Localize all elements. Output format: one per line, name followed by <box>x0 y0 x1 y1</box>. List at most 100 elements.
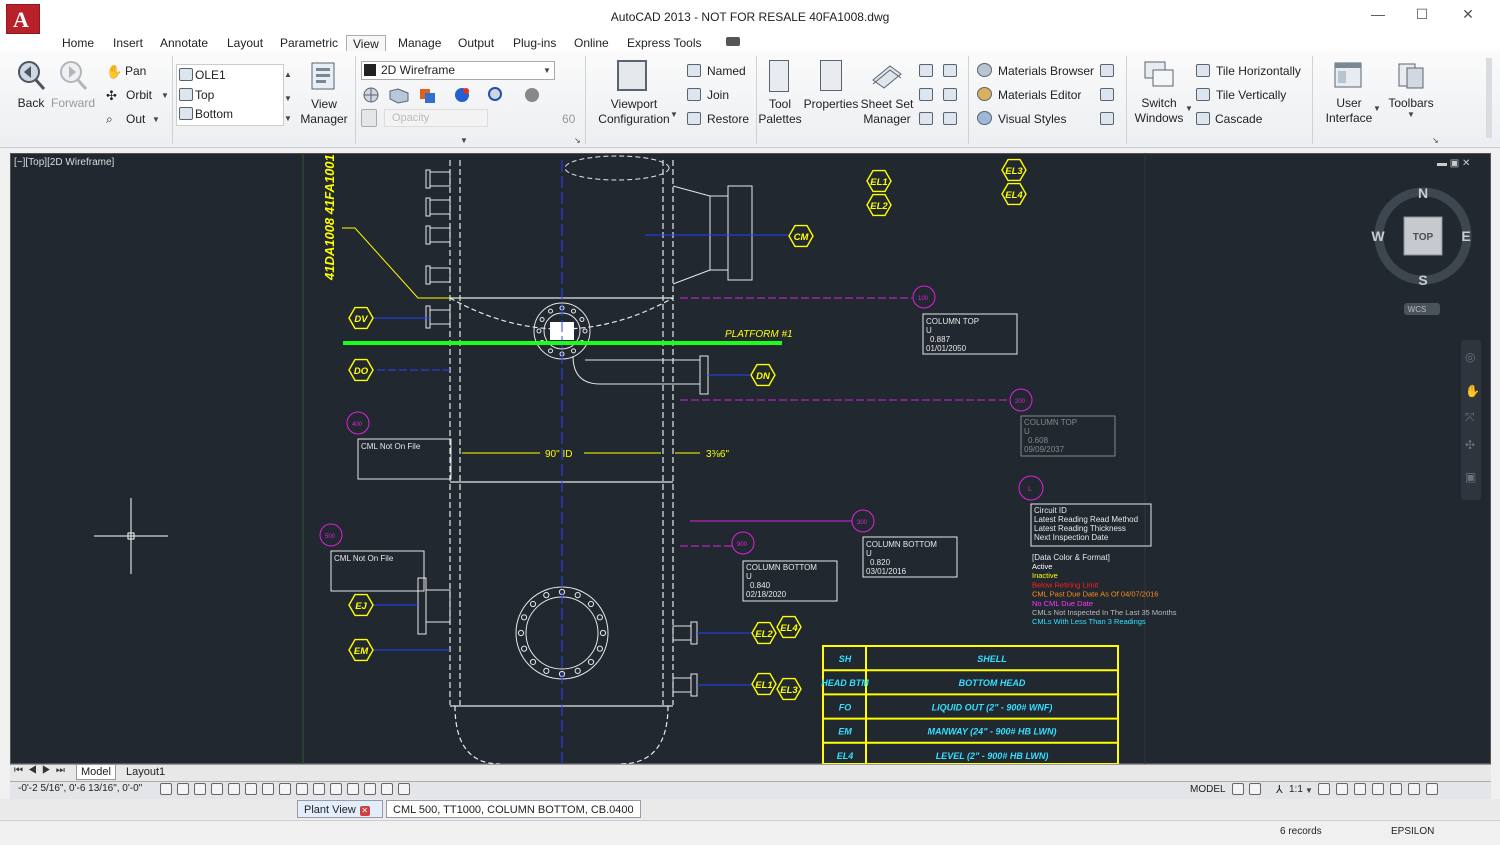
visual-style-dropdown[interactable] <box>361 61 555 80</box>
view-ole1[interactable]: OLE1 <box>195 68 226 82</box>
scale-dropdown-icon[interactable]: ▼ <box>1305 786 1313 795</box>
annotation-scale-value[interactable]: 1:1 <box>1289 784 1303 795</box>
tab-output[interactable]: Output <box>458 36 495 50</box>
tab-annotate[interactable]: Annotate <box>160 36 209 50</box>
doc-tab-cml[interactable]: CML 500, TT1000, COLUMN BOTTOM, CB.0400✕ <box>386 800 641 834</box>
tab-layout1[interactable]: Layout1 <box>126 766 166 778</box>
isolate-objects-icon[interactable] <box>1408 783 1420 795</box>
navigation-bar[interactable] <box>1461 340 1481 500</box>
xray-icon[interactable] <box>361 109 377 127</box>
zoom-out-icon[interactable]: ⌕ <box>106 112 113 126</box>
join-button[interactable]: Join <box>707 88 730 102</box>
quick-view-drawings-icon[interactable] <box>1249 783 1261 795</box>
annotation-monitor-icon[interactable] <box>398 783 410 795</box>
snap-mode-icon[interactable] <box>177 783 189 795</box>
tile-horizontally-button[interactable]: Tile Horizontally <box>1216 64 1301 78</box>
forward-icon[interactable] <box>58 59 88 91</box>
tab-plug-ins[interactable]: Plug-ins <box>513 36 557 50</box>
zoom-out-button[interactable]: Out <box>126 112 146 126</box>
palette-small-icon[interactable] <box>919 64 933 77</box>
palette-small-icon[interactable] <box>919 112 933 125</box>
clean-screen-icon[interactable] <box>1426 783 1438 795</box>
workspace-switch-icon[interactable] <box>1354 783 1366 795</box>
autocad-logo-icon[interactable]: A <box>6 4 40 34</box>
drawing-canvas[interactable] <box>10 153 1491 764</box>
restore-button[interactable]: Restore <box>707 112 750 126</box>
pan-icon[interactable]: ✋ <box>1465 384 1480 398</box>
named-button[interactable]: Named <box>707 64 746 78</box>
tab-view[interactable]: View <box>346 35 386 52</box>
grid-display-icon[interactable] <box>194 783 206 795</box>
cad-drawing[interactable]: PLATFORM #1 41DA1008 41FA1001 90" ID 3⅜6… <box>10 153 1491 764</box>
viewport-config-icon[interactable] <box>617 60 647 91</box>
orbit-nav-icon[interactable]: ✣ <box>1465 438 1476 452</box>
minimize-button[interactable]: — <box>1371 6 1385 22</box>
close-button[interactable]: ✕ <box>1462 6 1474 22</box>
toolbar-lock-icon[interactable] <box>1372 783 1384 795</box>
zoom-icon[interactable]: ⤧ <box>1465 410 1475 424</box>
viewcube[interactable]: TOP N S E W WCS <box>1368 184 1480 316</box>
materials-browser-button[interactable]: Materials Browser <box>998 64 1095 78</box>
zoom-dropdown-icon[interactable]: ▼ <box>152 115 160 124</box>
panel-launcher-icon[interactable]: ↘ <box>1432 136 1439 145</box>
ribbon-options-icon[interactable] <box>726 37 740 46</box>
orbit-icon[interactable]: ✣ <box>106 88 117 103</box>
toolbars-icon[interactable] <box>1395 60 1427 92</box>
pan-hand-icon[interactable]: ✋ <box>106 64 123 79</box>
named-views-list[interactable] <box>176 64 284 126</box>
tab-home[interactable]: Home <box>62 36 95 50</box>
tab-online[interactable]: Online <box>574 36 609 50</box>
quick-view-layouts-icon[interactable] <box>1232 783 1244 795</box>
tile-vertically-button[interactable]: Tile Vertically <box>1216 88 1287 102</box>
opacity-slider[interactable] <box>384 109 488 127</box>
properties-icon[interactable] <box>820 60 842 91</box>
viewport-dropdown-icon[interactable]: ▼ <box>670 110 678 119</box>
back-icon[interactable] <box>16 59 46 91</box>
annotation-visibility-icon[interactable] <box>1318 783 1330 795</box>
materials-small-icon[interactable] <box>1100 88 1114 101</box>
visual-style-toolbar[interactable] <box>362 85 552 105</box>
steering-wheel-icon[interactable]: ◎ <box>1465 350 1476 364</box>
palette-small-icon[interactable] <box>943 88 957 101</box>
showmotion-icon[interactable]: ▣ <box>1465 470 1477 484</box>
switch-windows-dropdown-icon[interactable]: ▼ <box>1185 104 1193 113</box>
expand-icon[interactable]: ▼ <box>284 114 292 123</box>
view-bottom[interactable]: Bottom <box>195 107 234 121</box>
palette-small-icon[interactable] <box>943 64 957 77</box>
ribbon-scrollbar[interactable] <box>1486 58 1492 138</box>
infer-constraints-icon[interactable] <box>160 783 172 795</box>
tab-model[interactable]: Model <box>76 765 116 780</box>
viewport-controls[interactable]: ▬ ▣ ✕ <box>1437 158 1471 169</box>
coordinates-readout[interactable]: -0'-2 5/16", 0'-6 13/16", 0'-0" <box>18 783 143 794</box>
toolbars-dropdown-icon[interactable]: ▼ <box>1407 110 1415 119</box>
sheet-set-icon[interactable] <box>870 60 904 92</box>
tab-parametric[interactable]: Parametric <box>280 36 339 50</box>
auto-scale-icon[interactable] <box>1336 783 1348 795</box>
model-space-button[interactable]: MODEL <box>1190 784 1226 795</box>
3d-object-snap-icon[interactable] <box>262 783 274 795</box>
dynamic-input-icon[interactable] <box>313 783 325 795</box>
annotation-scale-icon[interactable]: ⅄ <box>1276 784 1283 796</box>
materials-small-icon[interactable] <box>1100 64 1114 77</box>
cascade-button[interactable]: Cascade <box>1215 112 1263 126</box>
maximize-button[interactable]: ☐ <box>1415 6 1429 22</box>
object-snap-tracking-icon[interactable] <box>279 783 291 795</box>
allow-dynamic-ucs-icon[interactable] <box>296 783 308 795</box>
dialog-launcher-icon[interactable]: ↘ <box>574 136 581 145</box>
lineweight-icon[interactable] <box>330 783 342 795</box>
tab-manage[interactable]: Manage <box>398 36 442 50</box>
panel-expand-icon[interactable]: ▼ <box>460 136 468 145</box>
scroll-down-icon[interactable]: ▼ <box>284 94 292 103</box>
user-interface-icon[interactable] <box>1333 60 1365 92</box>
close-icon[interactable]: ✕ <box>359 806 370 816</box>
orbit-button[interactable]: Orbit <box>126 88 153 102</box>
view-manager-icon[interactable] <box>310 60 340 92</box>
tool-palettes-icon[interactable] <box>769 60 789 92</box>
transparency-icon[interactable] <box>347 783 359 795</box>
layout-nav-arrows[interactable]: ⏮◀▶⏭ <box>14 765 70 776</box>
chevron-down-icon[interactable]: ▼ <box>543 66 551 75</box>
object-snap-icon[interactable] <box>245 783 257 795</box>
palette-small-icon[interactable] <box>943 112 957 125</box>
materials-small-icon[interactable] <box>1100 112 1114 125</box>
pan-button[interactable]: Pan <box>125 64 147 78</box>
